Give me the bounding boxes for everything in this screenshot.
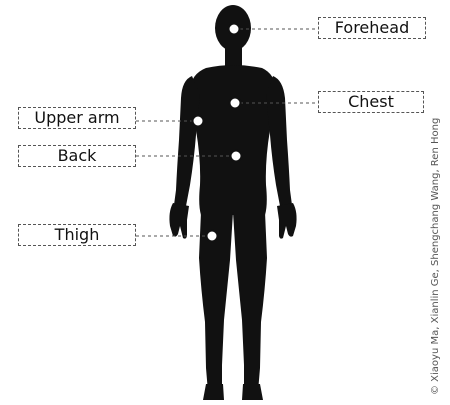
image-credit: © Xiaoyu Ma, Xianlin Ge, Shengchang Wang… xyxy=(430,65,442,395)
forehead-label: Forehead xyxy=(318,17,426,39)
chest-marker xyxy=(230,98,241,109)
thigh-label: Thigh xyxy=(18,224,136,246)
back-marker xyxy=(231,151,242,162)
upper-arm-label: Upper arm xyxy=(18,107,136,129)
forehead-marker xyxy=(229,24,240,35)
body-silhouette xyxy=(169,5,296,400)
thigh-marker xyxy=(207,231,218,242)
upper-arm-marker xyxy=(193,116,204,127)
back-label: Back xyxy=(18,145,136,167)
chest-label: Chest xyxy=(318,91,424,113)
